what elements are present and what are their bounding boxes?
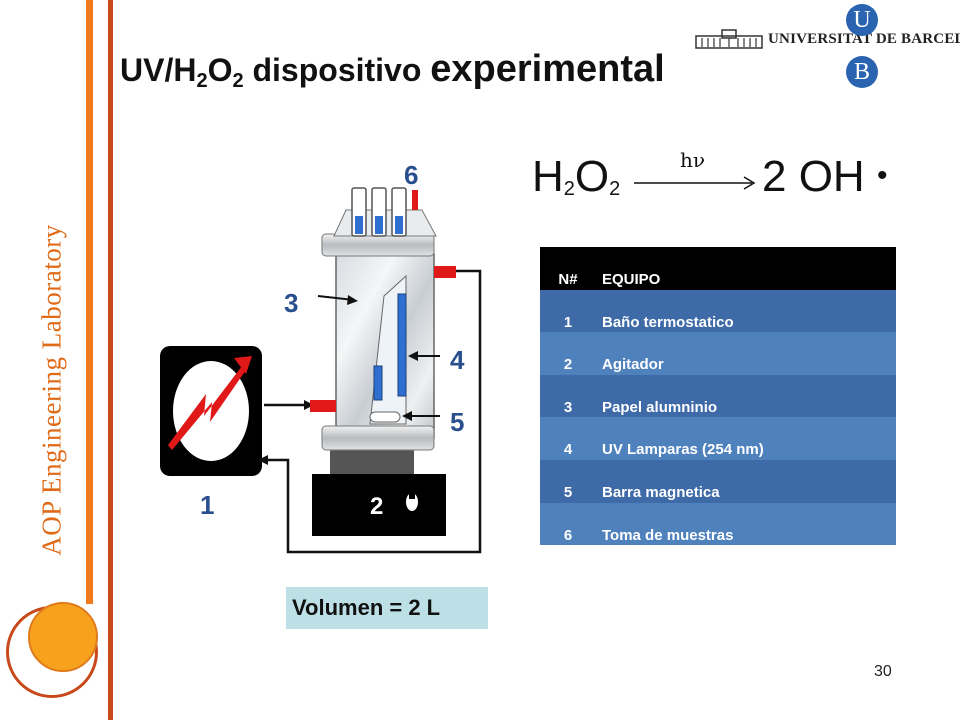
sampling-port — [412, 190, 418, 210]
table-row: 3 Papel alumninio — [540, 374, 896, 418]
label-sampling: 6 — [404, 160, 419, 190]
label-lamps: 4 — [450, 345, 465, 375]
row-number: 3 — [563, 398, 573, 416]
title-sub-2: 2 — [232, 70, 244, 92]
volume-label: Volumen = 2 L — [286, 587, 488, 629]
header-number: N# — [558, 271, 578, 288]
label-foil: 3 — [284, 288, 299, 318]
reaction-arrow-icon — [634, 176, 756, 190]
stirrer-knob-mark — [409, 492, 415, 499]
equation-product: 2 OH • — [762, 152, 887, 202]
magnetic-stirrer — [312, 474, 446, 536]
red-sidebar-bar — [108, 0, 113, 720]
equation-condition: hν — [680, 148, 706, 172]
title-part-dispositivo: dispositivo — [243, 52, 431, 88]
eq-o: O — [574, 152, 610, 201]
table-row: 6 Toma de muestras — [540, 502, 896, 546]
stirrer-neck — [330, 450, 414, 476]
bottom-flange — [321, 425, 435, 451]
uv-lamp-1 — [397, 293, 407, 397]
magnetic-bar — [369, 411, 401, 423]
row-equipo: Papel alumninio — [602, 398, 718, 416]
arrow-head-3 — [347, 295, 358, 305]
label-magnetic-bar: 5 — [450, 407, 465, 437]
label-bath: 1 — [200, 490, 215, 520]
eq-sub-2: 2 — [609, 178, 621, 200]
orange-sidebar-bar — [86, 0, 93, 604]
thermostatic-bath — [160, 346, 262, 476]
page-number: 30 — [874, 663, 892, 680]
row-number: 5 — [563, 483, 573, 501]
lab-name-vertical: AOP Engineering Laboratory — [36, 224, 67, 556]
uv-lamp-2 — [373, 365, 383, 401]
university-logo-u: U — [846, 4, 878, 36]
row-number: 1 — [563, 313, 573, 331]
title-part-o: O — [207, 52, 233, 88]
row-equipo: Toma de muestras — [602, 526, 734, 544]
eq-sub-1: 2 — [563, 178, 575, 200]
label-stirrer: 2 — [370, 493, 384, 520]
header-equipo: EQUIPO — [602, 271, 661, 288]
lab-logo-circle — [28, 602, 98, 672]
tube-arrow-bath — [258, 455, 268, 465]
eq-h: H — [532, 152, 564, 201]
row-number: 6 — [563, 526, 573, 544]
table-header-row: N# EQUIPO — [540, 247, 896, 290]
circulation-tubing — [264, 269, 482, 554]
eq-product-text: 2 OH — [762, 152, 865, 201]
arrow-head-5 — [402, 411, 412, 421]
row-number: 2 — [563, 356, 573, 374]
university-name: UNIVERSITAT DE BARCELONA — [768, 31, 960, 47]
lamp-sleeves — [351, 187, 407, 237]
top-flange — [321, 233, 435, 257]
university-building-icon — [695, 29, 763, 49]
row-equipo: Agitador — [602, 356, 664, 374]
row-equipo: UV Lamparas (254 nm) — [602, 441, 764, 459]
table-row: 2 Agitador — [540, 332, 896, 375]
table-row: 4 UV Lamparas (254 nm) — [540, 417, 896, 460]
equation-reactant: H2O2 — [532, 152, 620, 202]
title-part-uvh: UV/H — [120, 52, 197, 88]
slide-title: UV/H2O2 dispositivo experimental — [120, 48, 665, 93]
table-row: 1 Baño termostatico — [540, 289, 896, 333]
arrow-head-4 — [408, 351, 418, 361]
row-equipo: Baño termostatico — [602, 313, 734, 331]
tube-arrow-reactor — [304, 400, 314, 410]
equipment-table: N# EQUIPO 1 Baño termostatico 2 Agitador 3… — [540, 247, 896, 546]
university-logo-b: B — [846, 56, 878, 88]
eq-radical-dot: • — [876, 159, 888, 192]
title-part-experimental: experimental — [430, 48, 665, 90]
row-equipo: Barra magnetica — [602, 483, 720, 501]
title-sub-1: 2 — [196, 70, 208, 92]
outlet-port — [434, 266, 456, 278]
table-row: 5 Barra magnetica — [540, 459, 896, 503]
inlet-port — [310, 400, 336, 412]
row-number: 4 — [563, 441, 573, 459]
reactor-diagram — [160, 187, 482, 554]
